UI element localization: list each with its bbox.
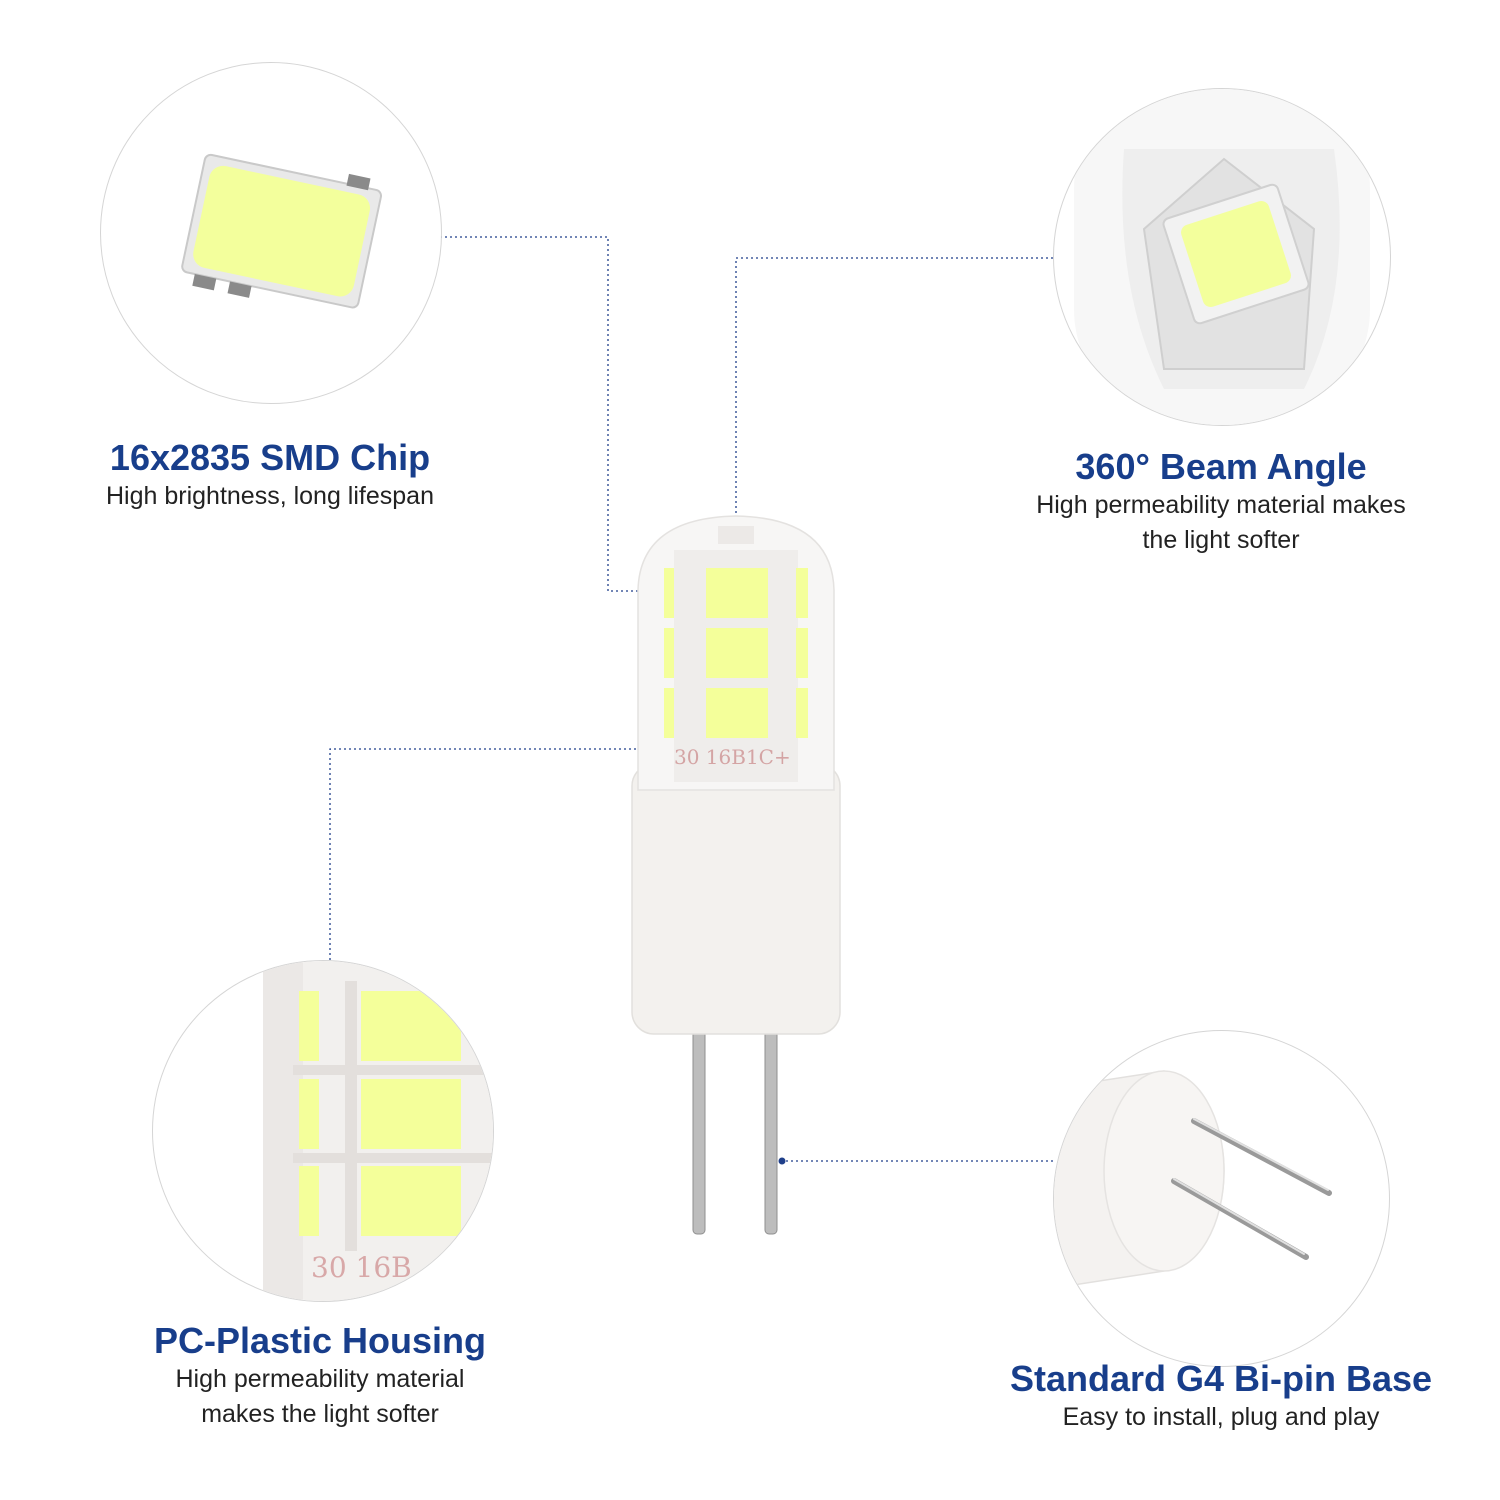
smd-chip-closeup-icon (181, 153, 383, 309)
bulb-marking-text: 30 16B1C+ (674, 745, 791, 769)
g4-bulb-product: 30 16B1C+ (600, 500, 880, 1260)
beam-description-line1: High permeability material makes (1036, 491, 1406, 519)
feature-beam: 360° Beam Angle High permeability materi… (990, 446, 1452, 558)
housing-description-line1: High permeability material (175, 1365, 465, 1393)
led-bulb-icon: 30 16B1C+ (631, 515, 841, 1235)
chip-closeup-circle (100, 62, 442, 404)
chip-description: High brightness, long lifespan (106, 482, 434, 510)
bi-pin-base-closeup-icon (1054, 1070, 1332, 1289)
beam-description-line2: the light softer (1142, 526, 1300, 554)
beam-closeup-circle (1053, 88, 1391, 426)
feature-base: Standard G4 Bi-pin Base Easy to install,… (980, 1358, 1462, 1435)
feature-housing: PC-Plastic Housing High permeability mat… (90, 1320, 550, 1432)
housing-closeup-circle: 30 16B (152, 960, 494, 1302)
housing-marking-text: 30 16B (311, 1251, 412, 1284)
housing-description-line2: makes the light softer (201, 1400, 439, 1428)
housing-title: PC-Plastic Housing (153, 1320, 487, 1361)
chip-title: 16x2835 SMD Chip (109, 437, 431, 478)
beam-lens-closeup-icon (1074, 89, 1370, 425)
base-description: Easy to install, plug and play (1062, 1403, 1380, 1431)
feature-chip: 16x2835 SMD Chip High brightness, long l… (40, 437, 500, 514)
base-closeup-circle (1053, 1030, 1390, 1367)
beam-title: 360° Beam Angle (1075, 446, 1367, 487)
housing-closeup-icon: 30 16B (263, 961, 493, 1301)
base-title: Standard G4 Bi-pin Base (1009, 1358, 1433, 1399)
